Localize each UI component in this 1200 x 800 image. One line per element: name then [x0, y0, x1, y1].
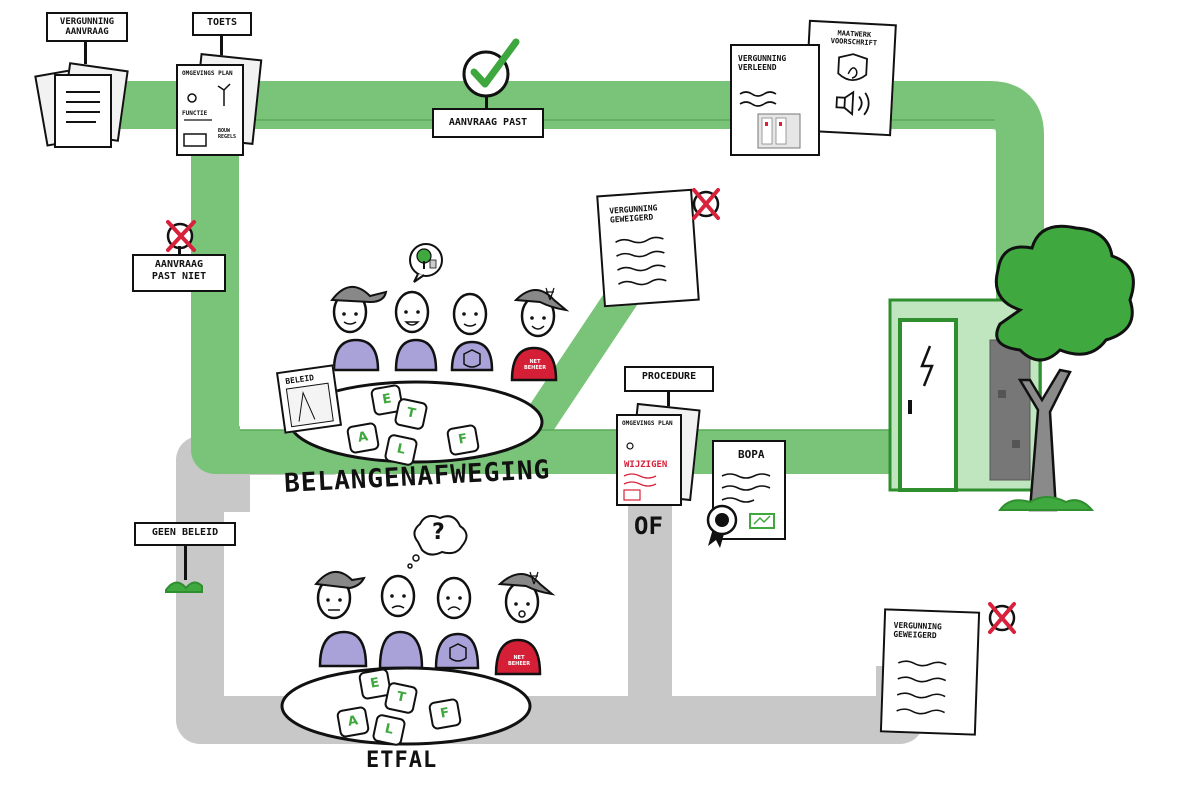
sign-post [667, 392, 670, 412]
person-head [436, 576, 472, 620]
vergunning-verleend-doc: VERGUNNING VERLEEND [730, 44, 820, 156]
sign-post [178, 246, 181, 256]
person-head [380, 574, 416, 618]
belangenafweging-people [330, 286, 570, 382]
vergunning-aanvraag-label: VERGUNNING AANVRAAG [59, 17, 115, 38]
fire-shield-icon [837, 53, 868, 82]
battery-icon [623, 489, 641, 501]
check-circle-icon [462, 38, 520, 98]
sign-post [184, 546, 187, 580]
procedure-sign: PROCEDURE [624, 366, 714, 392]
aanvraag-doc-front [54, 74, 112, 148]
battery-building-and-tree [888, 224, 1135, 512]
maatwerk-voorschrift-doc: MAATWERK VOORSCHRIFT [803, 19, 897, 137]
toets-sign: TOETS [192, 12, 252, 36]
pin-icon [187, 93, 197, 103]
seal-stamp-icon [706, 504, 738, 548]
battery-icon [183, 133, 207, 147]
toets-label: TOETS [206, 17, 238, 28]
aanvraag-past-sign: AANVRAAG PAST [432, 108, 544, 138]
etfal-title: ETFAL [366, 748, 438, 773]
vergunning-geweigerd-top-doc: VERGUNNING GEWEIGERD [596, 188, 700, 308]
bouwregels-label: BOUW REGELS [218, 128, 237, 140]
sign-post [485, 96, 488, 110]
question-thought-bubble [407, 515, 468, 569]
tree-trunk [1017, 368, 1072, 512]
person-body [494, 638, 542, 676]
cap-icon [513, 289, 570, 312]
cross-circle-icon [166, 220, 196, 252]
fire-shield-icon [463, 349, 481, 368]
etfal-people [314, 571, 556, 676]
sign-post [220, 36, 223, 60]
person-body [434, 632, 480, 670]
building-panel [989, 339, 1031, 481]
lightning-icon [920, 345, 934, 387]
sign-post [84, 42, 87, 64]
omgevingsplan-procedure-doc: OMGEVINGS PLAN WIJZIGEN [616, 414, 682, 506]
battery-icon [749, 513, 775, 529]
aanvraag-past-niet-label: AANVRAAG PAST NIET [151, 259, 207, 282]
doc-lines [66, 91, 100, 123]
cross-circle-icon [692, 188, 720, 220]
grass-icon [165, 581, 203, 593]
omgevingsplan-toets-doc: OMGEVINGS PLAN FUNCTIE BOUW REGELS [176, 64, 244, 156]
bopa-label: BOPA [738, 448, 765, 461]
puzzle-piece: L [371, 713, 407, 747]
pin-icon [626, 442, 634, 450]
geen-beleid-label: GEEN BELEID [151, 527, 219, 538]
functie-label: FUNCTIE [182, 110, 208, 117]
net-beheer-label-bottom: NET BEHEER [507, 655, 531, 667]
person-body [450, 340, 494, 372]
person-body [378, 630, 424, 670]
question-mark: ? [432, 520, 445, 545]
of-label: OF [634, 512, 663, 540]
toets-doc-icons [183, 83, 231, 147]
person-head [452, 292, 488, 336]
net-beheer-label-top: NET BEHEER [523, 359, 547, 371]
power-pylon-icon [545, 287, 555, 301]
aanvraag-past-label: AANVRAAG PAST [448, 117, 528, 128]
cap-icon [497, 573, 556, 596]
vergunning-verleend-label: VERGUNNING VERLEEND [738, 54, 787, 72]
cross-circle-icon [988, 602, 1016, 634]
cap-icon [330, 286, 388, 304]
vergunning-geweigerd-bottom-doc: VERGUNNING GEWEIGERD [879, 608, 981, 736]
person-body [394, 338, 438, 372]
puzzle-piece: A [345, 421, 381, 455]
geen-beleid-sign: GEEN BELEID [134, 522, 236, 546]
wijzigen-label: WIJZIGEN [624, 460, 668, 470]
vergunning-aanvraag-sign: VERGUNNING AANVRAAG [46, 12, 128, 42]
person-body [510, 346, 558, 382]
person-head [394, 290, 430, 334]
beleid-doc: BELEID [275, 364, 343, 434]
person-body [318, 630, 368, 668]
speaker-icon [835, 96, 846, 109]
puzzle-piece: F [427, 697, 463, 731]
puzzle-piece: A [335, 705, 371, 739]
cap-icon [314, 571, 366, 590]
person-body [332, 338, 380, 372]
puzzle-piece: T [383, 681, 419, 715]
omgevingsplan-procedure-title: OMGEVINGS PLAN [622, 420, 673, 427]
aanvraag-past-niet-sign: AANVRAAG PAST NIET [132, 254, 226, 292]
fire-shield-icon [449, 643, 467, 662]
puzzle-piece: F [445, 423, 481, 457]
omgevingsplan-title: OMGEVINGS PLAN [182, 70, 233, 77]
tree-speech-bubble-icon [409, 243, 443, 283]
tree-crown [994, 224, 1135, 362]
power-pylon-icon [529, 571, 539, 585]
puzzle-piece: T [393, 397, 429, 431]
procedure-label: PROCEDURE [641, 371, 697, 382]
green-path-loop [90, 81, 1044, 300]
